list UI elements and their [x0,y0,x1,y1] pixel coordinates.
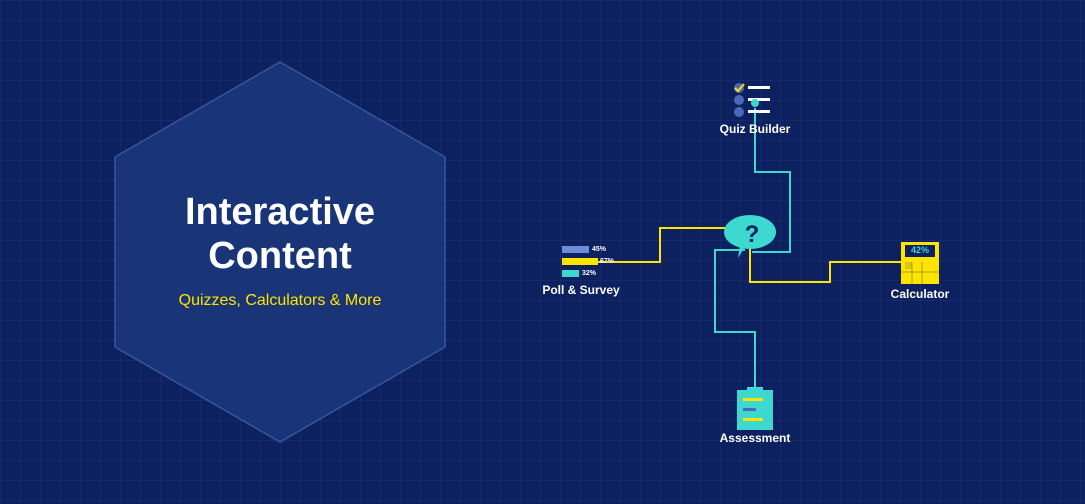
poll-bar-3 [562,270,579,277]
question-mark-icon: ? [724,215,776,258]
label-quiz-builder: Quiz Builder [719,122,791,136]
hero-subtitle: Quizzes, Calculators & More [178,292,382,309]
label-assessment: Assessment [719,431,791,445]
poll-bars-icon [562,246,598,277]
poll-bar-2 [562,258,598,265]
connector-poll [580,227,735,263]
poll-bar-1 [562,246,589,253]
connector-quiz [752,108,791,253]
quiz-checklist-icon [734,83,770,117]
calculator-display: 42% [910,245,929,255]
assessment-clipboard-icon [737,387,773,430]
hero-title-line2: Content [208,235,352,277]
connector-calculator [749,240,905,283]
label-poll-survey: Poll & Survey [542,283,620,297]
hexagon-panel [114,61,446,443]
calculator-icon [901,242,939,284]
hero-title-line1: Interactive [184,191,376,233]
poll-pct-3: 32% [582,270,597,277]
label-calculator: Calculator [890,287,950,301]
svg-text:?: ? [745,221,760,248]
connector-assessment [714,249,756,390]
poll-pct-1: 45% [592,246,607,253]
poll-pct-2: 67% [600,258,615,265]
hero-text: Interactive Content Quizzes, Calculators… [115,190,445,310]
